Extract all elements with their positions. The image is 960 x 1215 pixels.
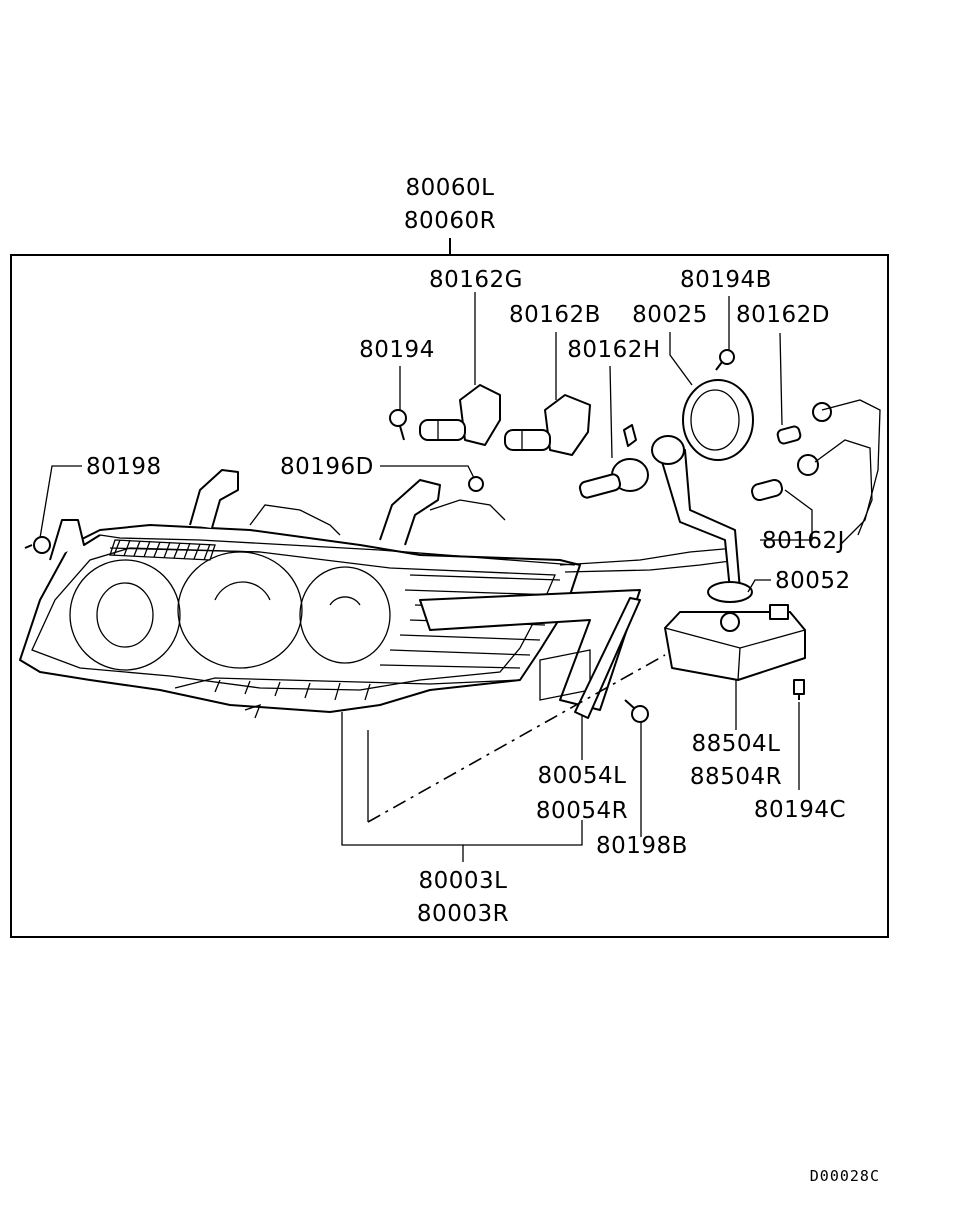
screw-80198: [24, 536, 51, 554]
callout-80162H: 80162H: [567, 337, 660, 363]
callout-88504L: 88504L: [692, 731, 781, 757]
assembly-number-right: 80060R: [404, 208, 496, 234]
drawing-code: D00028C: [810, 1167, 880, 1185]
callout-80194B: 80194B: [680, 267, 772, 293]
callout-88504R: 88504R: [690, 764, 782, 790]
cap-80025: [682, 379, 754, 461]
callout-80162J: 80162J: [762, 528, 845, 554]
callout-80054R: 80054R: [536, 798, 628, 824]
callout-80198: 80198: [86, 454, 162, 480]
socket-ring: [651, 435, 685, 465]
screw-80194B: [715, 349, 735, 371]
callout-80052: 80052: [775, 568, 851, 594]
assembly-number-left: 80060L: [406, 175, 495, 201]
callout-80054L: 80054L: [538, 763, 627, 789]
bulb-80162H: [578, 424, 649, 499]
screw-80194: [389, 409, 407, 441]
callout-80162G: 80162G: [429, 267, 523, 293]
callout-80196D: 80196D: [280, 454, 374, 480]
bulb-80162G: [419, 384, 501, 446]
bulb-80162B: [504, 394, 591, 456]
seal-80054: [574, 597, 641, 719]
nut-80196D: [468, 476, 484, 492]
callout-80003R: 80003R: [417, 901, 509, 927]
callout-80194: 80194: [359, 337, 435, 363]
socket-wire: [797, 399, 881, 546]
callout-80025: 80025: [632, 302, 708, 328]
callout-80194C: 80194C: [754, 797, 846, 823]
harness-wire-2: [564, 559, 739, 573]
callout-80198B: 80198B: [596, 833, 688, 859]
leader-lines: [39, 292, 813, 862]
headlamp-housing: [19, 469, 641, 719]
harness-wire: [559, 547, 736, 566]
callout-80003L: 80003L: [419, 868, 508, 894]
callout-80162B: 80162B: [509, 302, 601, 328]
screw-80194C: [793, 679, 805, 700]
bulb-80162J: [751, 478, 783, 502]
screw-80198B: [624, 699, 649, 723]
callout-80162D: 80162D: [736, 302, 830, 328]
grommet-80052: [707, 581, 753, 603]
bulb-80162D: [776, 402, 832, 445]
ballast-88504: [664, 604, 806, 681]
